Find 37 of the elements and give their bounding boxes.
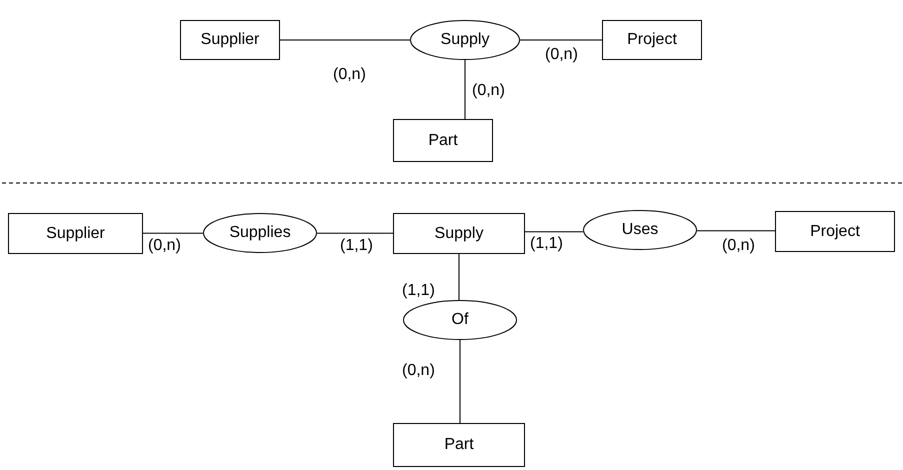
entity-box (180, 20, 280, 60)
cardinality-label: (0,n) (722, 237, 755, 255)
node-label: Part (428, 132, 458, 150)
cardinality-label: (0,n) (333, 66, 366, 84)
node-label: Part (444, 436, 474, 454)
cardinality-label: (0,n) (545, 46, 578, 64)
relationship-ellipse (583, 210, 697, 250)
node-label: Supply (434, 224, 484, 242)
connector-line (696, 230, 776, 232)
node-label: Supplier (200, 31, 260, 49)
node-label: Supplier (46, 224, 105, 242)
node-label: Supplies (229, 224, 291, 242)
entity-box (602, 20, 702, 60)
cardinality-label: (0,n) (402, 362, 435, 380)
cardinality-label: (1,1) (530, 235, 563, 253)
entity-box (775, 211, 895, 252)
relationship-ellipse (203, 213, 317, 253)
cardinality-label: (1,1) (402, 282, 435, 300)
node-label: Supply (440, 31, 490, 49)
entity-box (393, 119, 493, 162)
cardinality-label: (0,n) (472, 82, 505, 100)
entity-box (393, 213, 525, 254)
connector-line (524, 231, 584, 232)
node-label: Project (627, 31, 677, 49)
connector-line (142, 232, 204, 234)
relationship-ellipse (410, 20, 520, 60)
relationship-ellipse (403, 300, 517, 340)
node-label: Of (452, 311, 468, 329)
entity-box (393, 423, 525, 467)
connector-line (458, 254, 460, 300)
node-label: Project (810, 222, 860, 240)
cardinality-label: (0,n) (148, 237, 181, 255)
node-label: Uses (622, 221, 658, 239)
cardinality-label: (1,1) (340, 237, 373, 255)
connector-line (316, 232, 394, 234)
connector-line (464, 60, 466, 120)
entity-box (8, 213, 143, 254)
